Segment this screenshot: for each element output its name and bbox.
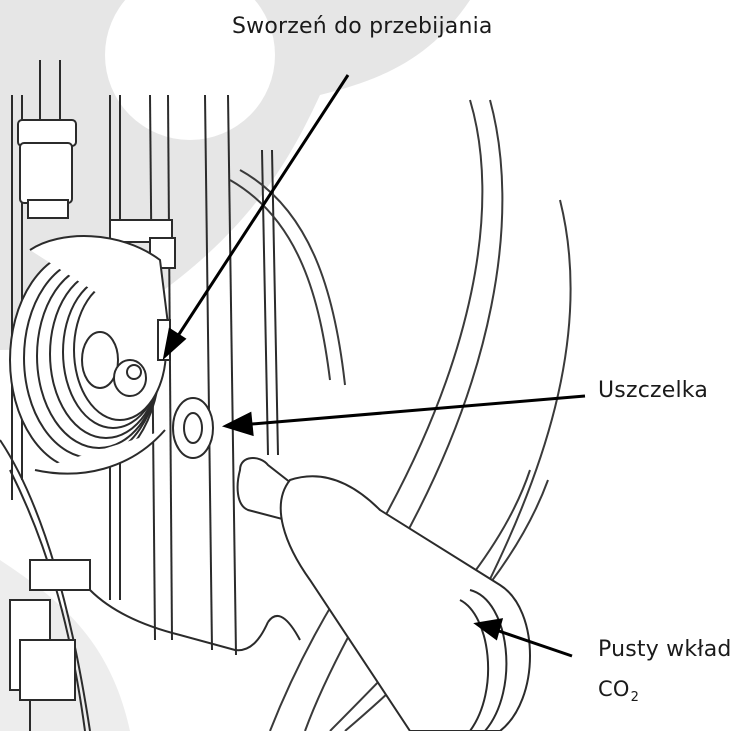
label-piercing-pin: Sworzeń do przebijania (232, 14, 493, 39)
label-co2: CO2 (598, 677, 639, 705)
co2-cartridge (238, 458, 530, 731)
arrow-seal (240, 396, 585, 425)
arrow-seal-head (226, 414, 252, 434)
label-empty-cartridge: Pusty wkład (598, 637, 732, 662)
arrow-piercing-pin-head (165, 330, 184, 356)
label-co2-subscript: 2 (631, 690, 639, 705)
seal-ring (173, 398, 213, 458)
label-seal: Uszczelka (598, 378, 708, 403)
label-co2-text: CO (598, 677, 630, 701)
